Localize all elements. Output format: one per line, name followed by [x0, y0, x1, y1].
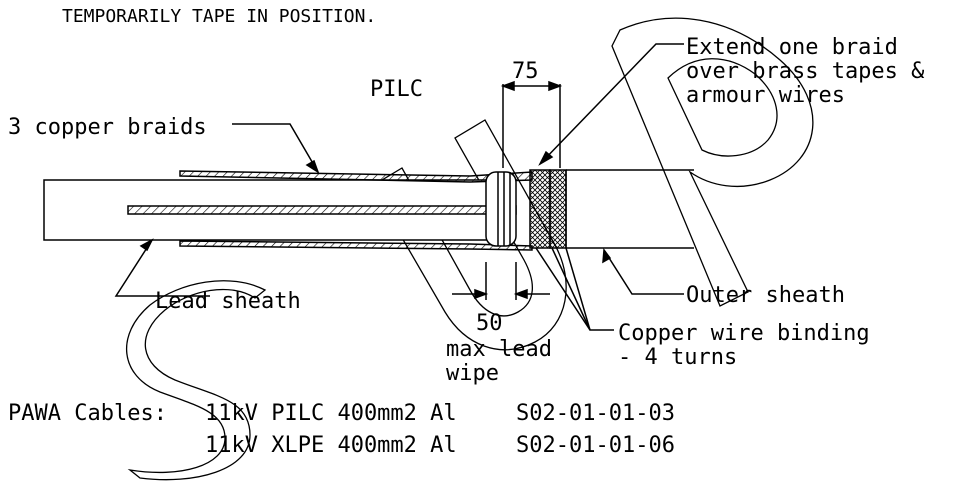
cable-assembly [43, 43, 694, 331]
center-braid [127, 205, 517, 215]
watermark-s [126, 280, 267, 481]
header-note: TEMPORARILY TAPE IN POSITION. [62, 6, 376, 27]
copper-binding [529, 169, 551, 249]
footer-line2-cable: 11kV XLPE 400mm2 Al [205, 433, 457, 458]
footer-line1-code: S02-01-01-03 [516, 401, 675, 426]
footer-line1-cable: 11kV PILC 400mm2 Al [205, 401, 457, 426]
extend-braid-line1: Extend one braid [686, 35, 898, 60]
max-lead-wipe-line1: max lead [446, 337, 552, 362]
outer-sheath [565, 169, 694, 249]
footer-prefix: PAWA Cables: [8, 401, 167, 426]
outer-sheath-label: Outer sheath [686, 283, 845, 308]
copper-binding-line2: - 4 turns [618, 345, 737, 370]
dim-50-label: 50 [476, 311, 503, 336]
watermark-p [611, 17, 814, 307]
lead-wipe [485, 171, 517, 247]
bottom-braid [179, 240, 533, 251]
lead-sheath-label: Lead sheath [155, 289, 301, 314]
extend-braid-line3: armour wires [686, 83, 845, 108]
copper-binding-line1: Copper wire binding [618, 321, 870, 346]
max-lead-wipe-line2: wipe [446, 361, 499, 386]
pilc-label: PILC [370, 77, 423, 102]
armour-region [549, 169, 567, 249]
footer-line2-code: S02-01-01-06 [516, 433, 675, 458]
watermark-letters [126, 17, 814, 481]
dim-75-label: 75 [512, 59, 539, 84]
copper-braids-label: 3 copper braids [8, 115, 207, 140]
extend-braid-line2: over brass tapes & [686, 59, 925, 84]
